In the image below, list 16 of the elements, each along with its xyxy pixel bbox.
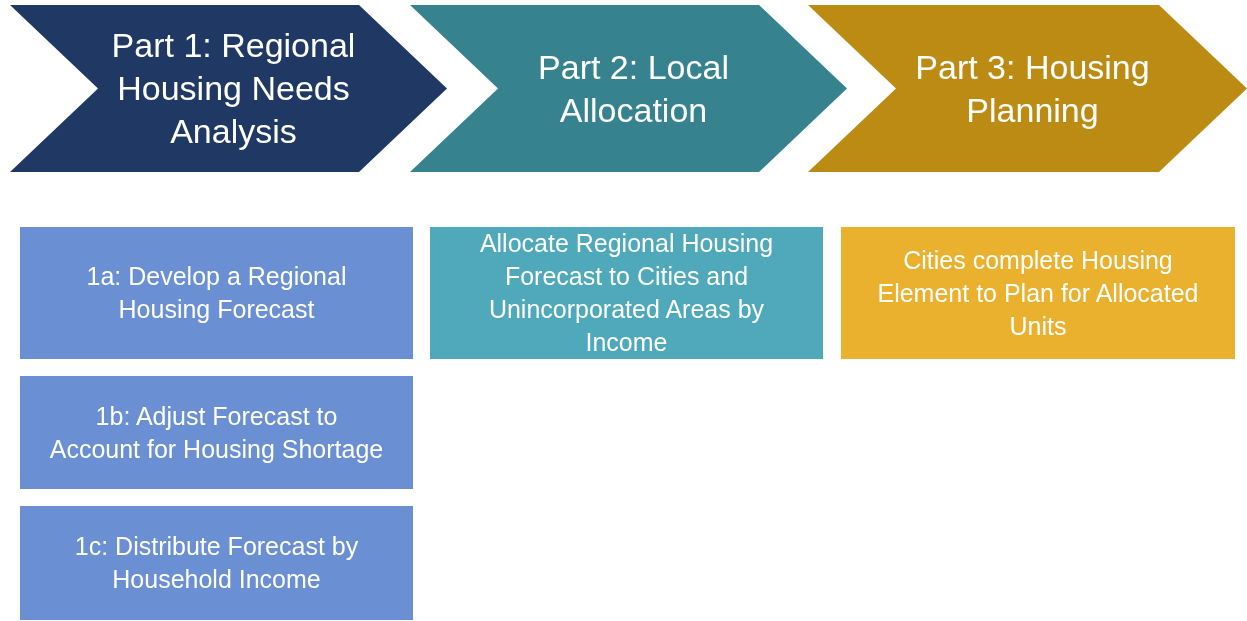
step-text: Allocate Regional Housing Forecast to Cities and Unincorporated Areas by Income [478, 228, 775, 358]
phase-title: Part 3: Housing Planning [914, 46, 1151, 131]
step-box [20, 376, 413, 489]
step-box [20, 506, 413, 620]
step-text: 1c: Distribute Forecast by Household Income [73, 531, 360, 595]
step-text: 1b: Adjust Forecast to Account for Housing Shortage [48, 400, 385, 465]
phase-title: Part 1: Regional Housing Needs Analysis [110, 25, 357, 152]
phase-banner [808, 5, 1247, 172]
phase-banner [10, 5, 447, 172]
step-text: 1a: Develop a Regional Housing Forecast [85, 261, 348, 325]
phase-banner [410, 5, 847, 172]
step-box [841, 227, 1235, 359]
step-box [20, 227, 413, 359]
step-box [430, 227, 823, 359]
phase-title: Part 2: Local Allocation [537, 46, 730, 131]
step-text: Cities complete Housing Element to Plan for Allocated Units [876, 244, 1200, 342]
